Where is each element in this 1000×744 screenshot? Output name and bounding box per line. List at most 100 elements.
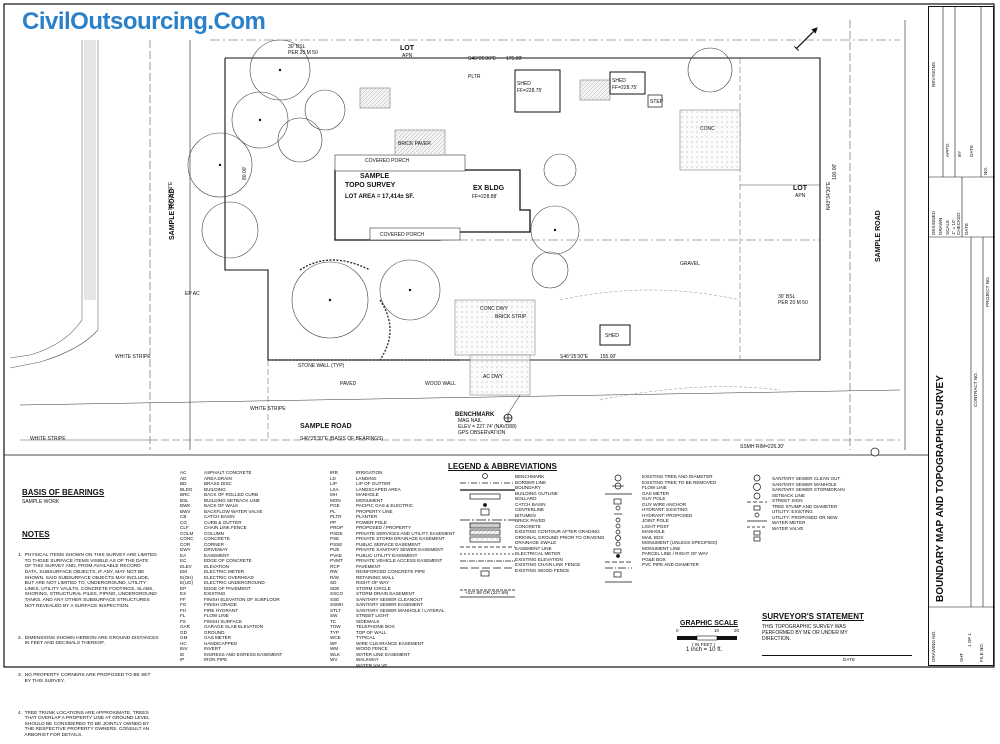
abbr-description: AREA DRAIN bbox=[204, 475, 232, 481]
svg-text:CONC: CONC bbox=[700, 126, 715, 132]
abbr-description: ELECTRIC OVERHEAD bbox=[204, 574, 254, 580]
svg-text:APN: APN bbox=[795, 193, 806, 199]
abbr-code: DWY bbox=[180, 547, 191, 552]
abbr-code: GM bbox=[180, 635, 188, 640]
brick-paver-area bbox=[394, 129, 446, 156]
abbr-code: PP bbox=[330, 519, 337, 525]
abbr-code: CLF bbox=[180, 525, 189, 530]
abbr-description: SIDEWALK bbox=[356, 618, 380, 624]
svg-text:S46°25'30"E (BASIS OF BEARIN: S46°25'30"E (BASIS OF BEARINGS) bbox=[300, 436, 383, 442]
abbr-code: BWV bbox=[180, 508, 191, 514]
svg-text:175.00': 175.00' bbox=[506, 56, 522, 62]
abbr-description: CURB & GUTTER bbox=[204, 519, 242, 525]
abbr-description: ELECTRIC METER bbox=[204, 569, 245, 574]
tb-checked: CHECKED bbox=[956, 212, 961, 235]
easement-note-right: 30' BSL PER 20 M 50 bbox=[778, 294, 808, 306]
abbr-code: MON bbox=[330, 497, 341, 503]
legend-symbols-col2 bbox=[605, 474, 632, 583]
abbr-description: PROPOSED / PROPERTY bbox=[356, 525, 412, 530]
surveyor-statement-title: SURVEYOR'S STATEMENT bbox=[762, 612, 864, 621]
abbr-description: IRRIGATION bbox=[356, 470, 383, 475]
legend-item: BENCHMARK bbox=[515, 474, 545, 479]
legend-item: PG&E BOX bbox=[642, 556, 666, 562]
abbr-description: EASEMENT bbox=[204, 552, 230, 558]
svg-text:PAVED: PAVED bbox=[340, 381, 357, 387]
graphic-scale-title: GRAPHIC SCALE bbox=[680, 620, 738, 627]
legend-item: CENTERLINE bbox=[515, 507, 545, 512]
abbr-code: TYP bbox=[330, 629, 339, 635]
abbr-description: GROUND bbox=[204, 629, 225, 635]
abbr-description: IRON PIPE bbox=[204, 657, 228, 662]
abbr-description: FLOW LINE bbox=[204, 613, 229, 618]
notes-list: 1. PHYSICAL ITEMS SHOWN ON THIS SURVEY A… bbox=[18, 542, 159, 744]
svg-text:WOOD WALL: WOOD WALL bbox=[425, 381, 456, 387]
site-plan-drawing: LOT APN LOT APN SAMPLE ROAD SAMPLE ROAD … bbox=[3, 3, 995, 668]
legend-symbols-col3 bbox=[747, 474, 767, 542]
sidewalk-left bbox=[84, 40, 96, 300]
legend-item: CONCRETE bbox=[515, 523, 541, 529]
benchmark-label: BENCHMARK bbox=[455, 412, 495, 418]
road-label-bottom: SAMPLE ROAD bbox=[300, 423, 352, 430]
tb-designed: DESIGNED bbox=[931, 211, 936, 235]
scale-unit: ( IN FEET ) bbox=[692, 642, 716, 647]
abbr-code: LSA bbox=[330, 486, 339, 492]
legend-elev-sample: +227.69 OR (227.69) bbox=[465, 590, 509, 595]
scale-tick-10: 10 bbox=[714, 628, 720, 633]
legend-item: SANITARY SEWER CLEAN OUT bbox=[772, 476, 841, 481]
abbr-code: ELEV bbox=[180, 563, 192, 569]
abbr-code: GAR bbox=[180, 624, 190, 629]
svg-text:SHED: SHED bbox=[605, 333, 619, 339]
abbr-code: SD bbox=[330, 580, 337, 585]
abbr-description: WALKWAY bbox=[356, 657, 379, 662]
abbr-description: REINFORCED CONCRETE PIPE bbox=[356, 569, 426, 574]
abbr-description: TYPICAL bbox=[356, 635, 376, 640]
abbr-description: PRIVATE STORM DRAINAGE EASEMENT bbox=[356, 536, 445, 541]
abbr-description: CATCH BASIN bbox=[204, 514, 235, 519]
abbr-description: DRIVEWAY bbox=[204, 547, 228, 552]
abbr-code: FL bbox=[180, 613, 186, 618]
notes-title: NOTES bbox=[22, 530, 50, 539]
abbr-description: FIRE HYDRANT bbox=[204, 607, 238, 613]
svg-text:SHED: SHED bbox=[612, 78, 626, 84]
abbr-description: TOP OF WALL bbox=[356, 629, 387, 635]
abbr-description: INGRESS AND EGRESS EASEMENT bbox=[204, 651, 283, 657]
legend-item: EXISTING TREE TO BE REMOVED bbox=[642, 479, 717, 485]
legend-item: BRICK PAVED bbox=[515, 518, 546, 523]
tb-file-no: FILE NO. bbox=[979, 642, 984, 662]
legend-item: HYDRANT: EXISTING bbox=[642, 507, 688, 512]
svg-text:FF=228.75': FF=228.75' bbox=[612, 85, 637, 91]
abbr-description: PLANTER bbox=[356, 514, 378, 519]
tb-sht-of: 1 OF 1 bbox=[967, 632, 972, 647]
shed-2 bbox=[609, 71, 646, 95]
abbr-description: STREET LIGHT bbox=[356, 613, 389, 618]
legend-item: MANHOLE bbox=[642, 529, 665, 534]
surveyor-statement-text: THIS TOPOGRAPHIC SURVEY WAS PERFORMED BY… bbox=[762, 624, 848, 642]
svg-text:COVERED PORCH: COVERED PORCH bbox=[365, 158, 410, 164]
legend-item: PARCEL LINE / RIGHT OF WAY bbox=[642, 551, 709, 556]
abbr-description: WIRE CLEARANCE EASEMENT bbox=[356, 640, 424, 646]
legend-item: SETBACK LINE bbox=[772, 492, 805, 498]
legend-item: MONUMENT (UNLESS SPECIFIED) bbox=[642, 540, 718, 545]
abbr-description: SANITARY SEWER MANHOLE / LATERAL bbox=[356, 607, 445, 613]
svg-text:BRICK STRIP: BRICK STRIP bbox=[495, 314, 527, 320]
svg-text:CONC DWY: CONC DWY bbox=[480, 306, 508, 312]
company-logo-text: CivilOutsourcing.Com bbox=[22, 8, 266, 35]
abbr-code: MH bbox=[330, 492, 338, 497]
covered-porch-bottom bbox=[369, 227, 461, 241]
abbr-code: PVAE bbox=[330, 552, 342, 558]
abbr-description: INVERT bbox=[204, 646, 221, 651]
shed-1 bbox=[514, 69, 561, 113]
abbr-code: CONC bbox=[180, 536, 194, 541]
abbr-description: GARAGE SLAB ELEVATION bbox=[204, 624, 264, 629]
svg-text:S46°25'30"E: S46°25'30"E bbox=[560, 354, 589, 360]
svg-text:155.00': 155.00' bbox=[600, 354, 616, 360]
tb-contract-no: CONTRACT NO. bbox=[973, 372, 978, 407]
svg-text:100.00': 100.00' bbox=[832, 164, 838, 180]
tb-appd: APP'D bbox=[945, 143, 950, 157]
abbr-code: FH bbox=[180, 607, 187, 613]
abbr-code: FG bbox=[180, 602, 187, 607]
abbr-code: PLTR bbox=[330, 514, 342, 519]
svg-text:FF=228.75': FF=228.75' bbox=[517, 88, 542, 94]
